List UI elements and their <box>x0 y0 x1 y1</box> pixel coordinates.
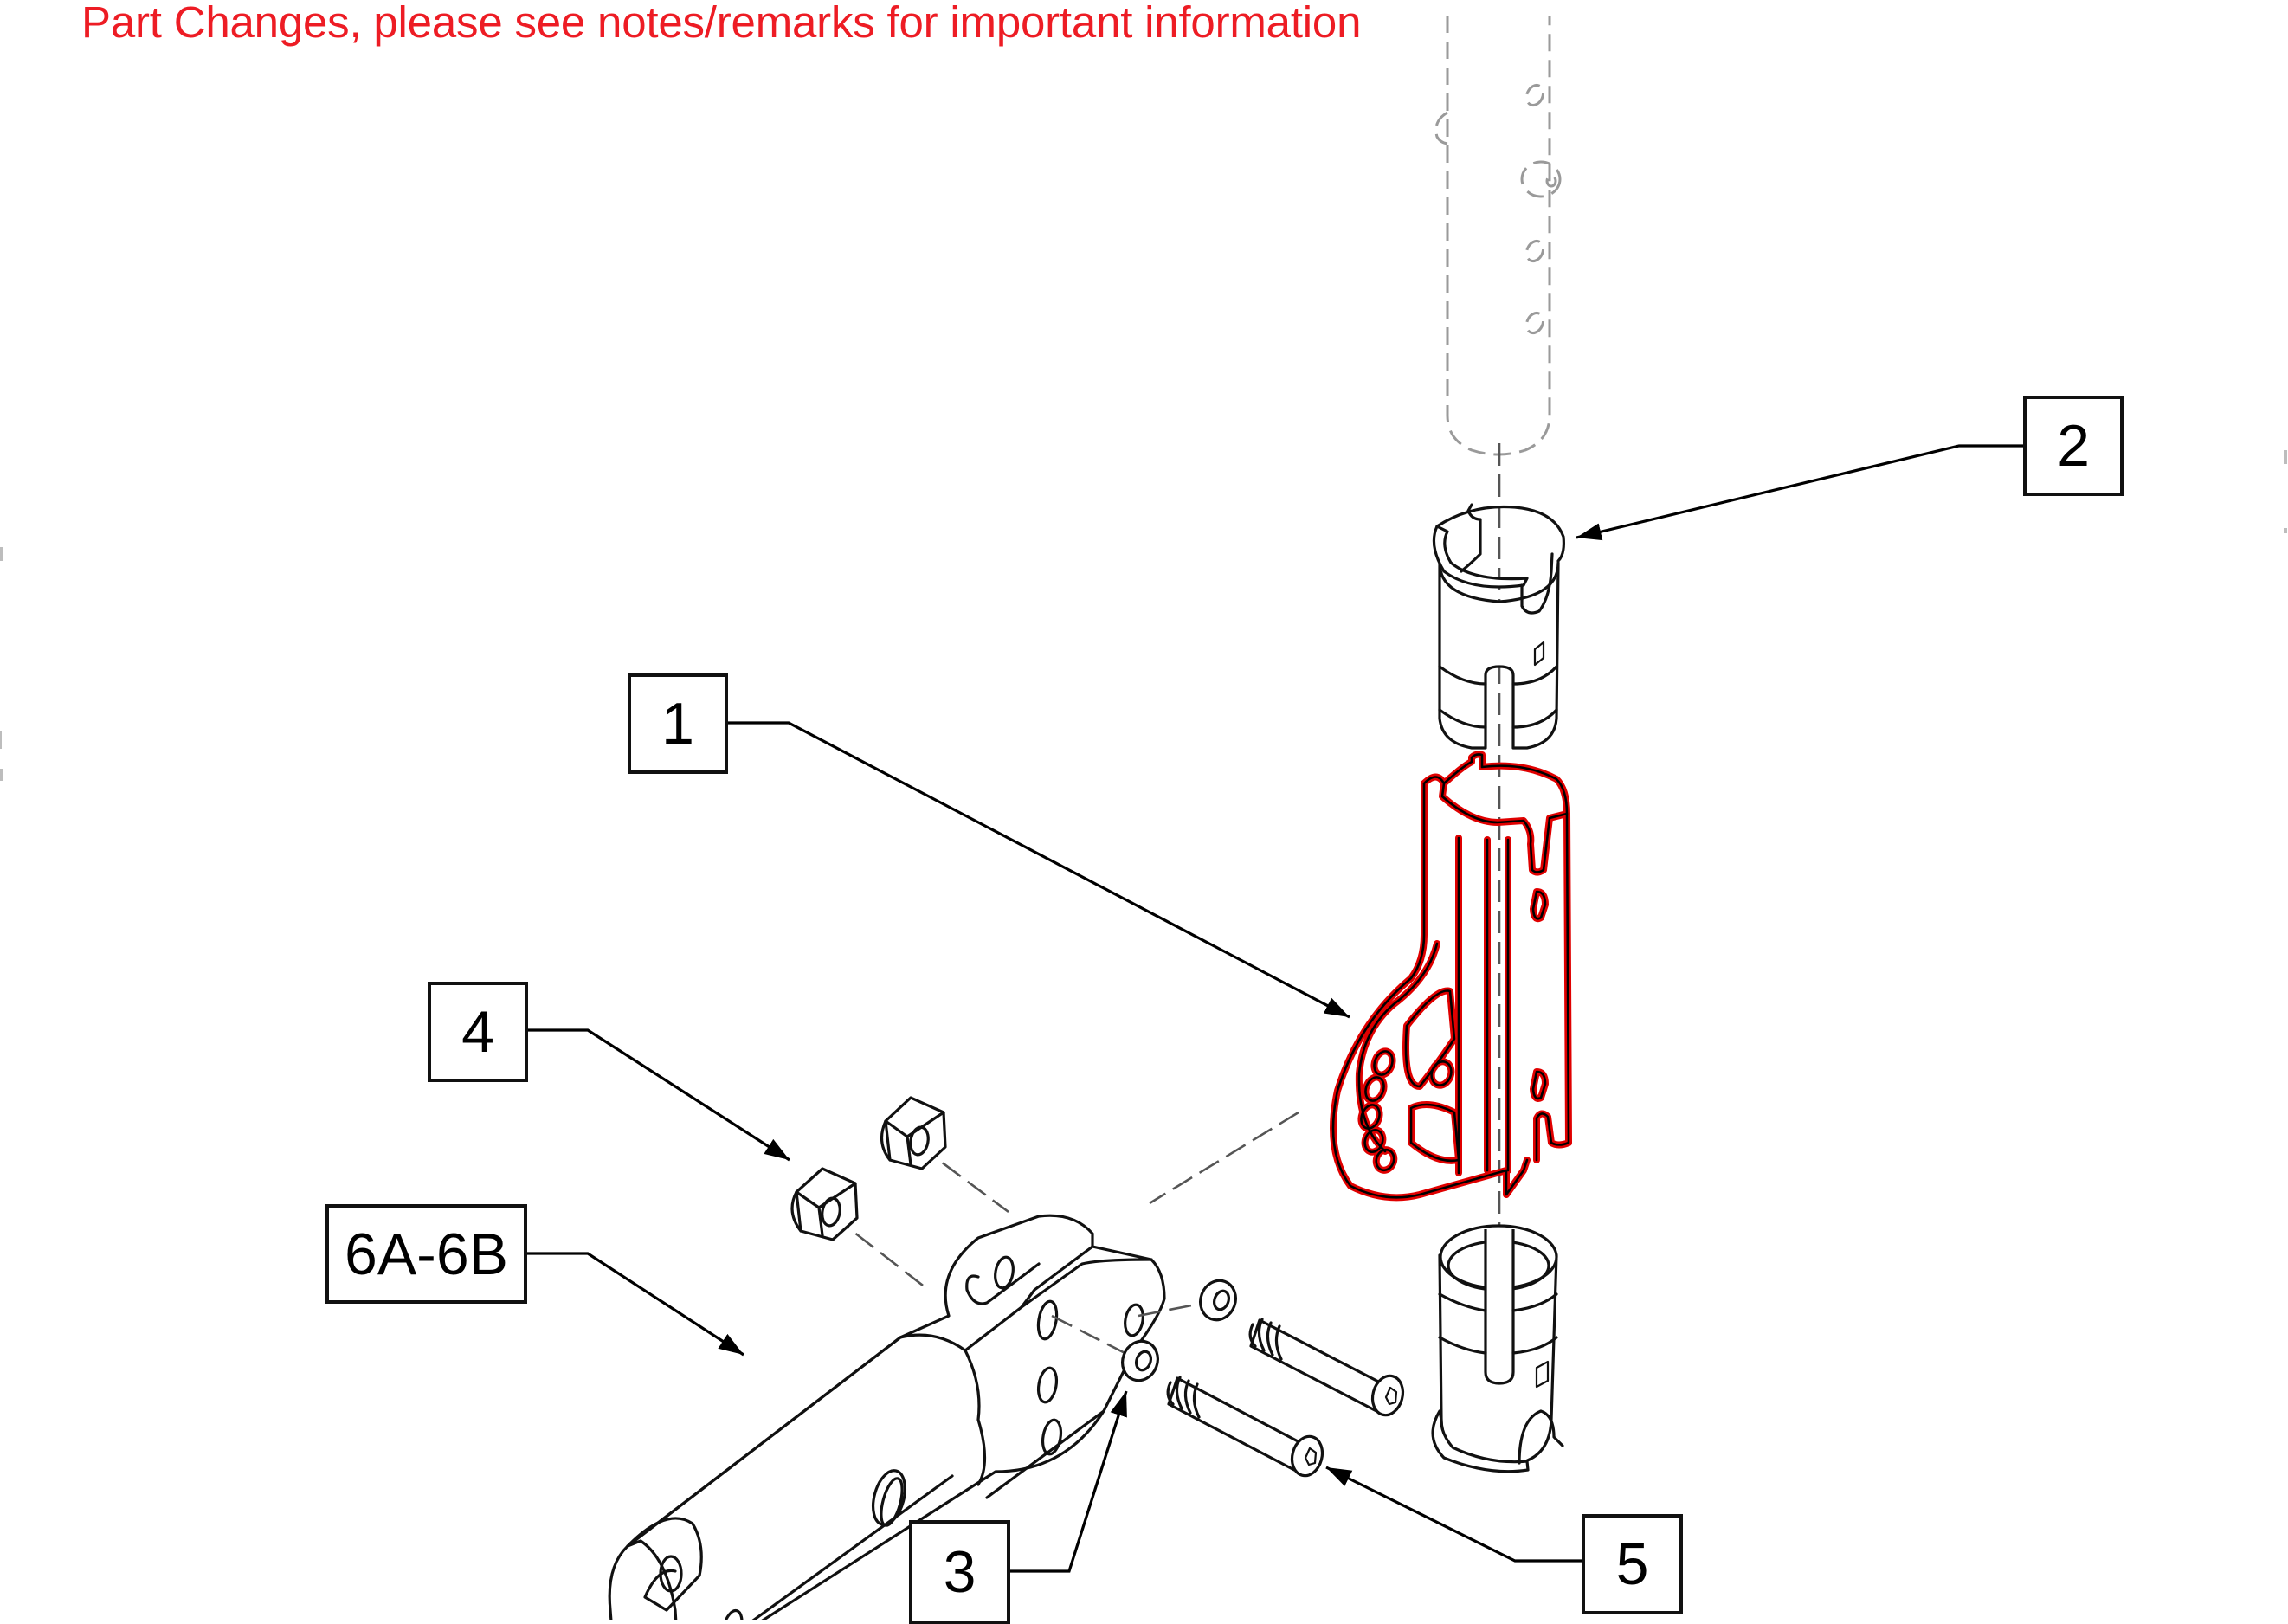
washer-lower <box>1121 1339 1159 1382</box>
washer-upper <box>1199 1279 1237 1322</box>
callout-1[interactable]: 1 <box>628 673 728 774</box>
part-changes-notice: Part Changes, please see notes/remarks f… <box>81 0 1362 47</box>
callout-2-label: 2 <box>2057 413 2090 479</box>
callout-4[interactable]: 4 <box>428 982 528 1082</box>
arm-assembly-part <box>608 1214 1166 1620</box>
highlighted-bracket-part <box>1330 751 1572 1202</box>
leader-line-5 <box>1325 1466 1582 1563</box>
hex-nut-lower <box>790 1167 859 1241</box>
leader-line-6a-6b <box>526 1252 744 1357</box>
callout-4-label: 4 <box>461 999 494 1065</box>
callout-5[interactable]: 5 <box>1582 1514 1683 1614</box>
screw-lower <box>1166 1376 1324 1478</box>
ghost-upper-tube <box>1434 16 1562 456</box>
callout-6a-6b-label: 6A-6B <box>345 1221 508 1287</box>
callout-5-label: 5 <box>1615 1531 1649 1597</box>
screw-upper <box>1248 1318 1405 1417</box>
leader-line-1 <box>727 721 1350 1019</box>
bracket-mounting-axis <box>1149 1111 1299 1205</box>
hex-nut-upper <box>880 1096 947 1170</box>
upper-sleeve-part <box>1432 503 1565 750</box>
edge-ticks <box>0 450 2287 781</box>
callout-6a-6b[interactable]: 6A-6B <box>325 1204 527 1304</box>
callout-3-label: 3 <box>943 1539 976 1605</box>
callout-1-label: 1 <box>661 691 694 757</box>
leader-line-4 <box>527 1028 790 1162</box>
callout-3[interactable]: 3 <box>909 1520 1010 1624</box>
callout-2[interactable]: 2 <box>2023 396 2124 496</box>
leader-line-3 <box>1009 1390 1128 1573</box>
leader-line-2 <box>1576 444 2024 541</box>
lower-sleeve-part <box>1431 1224 1564 1473</box>
